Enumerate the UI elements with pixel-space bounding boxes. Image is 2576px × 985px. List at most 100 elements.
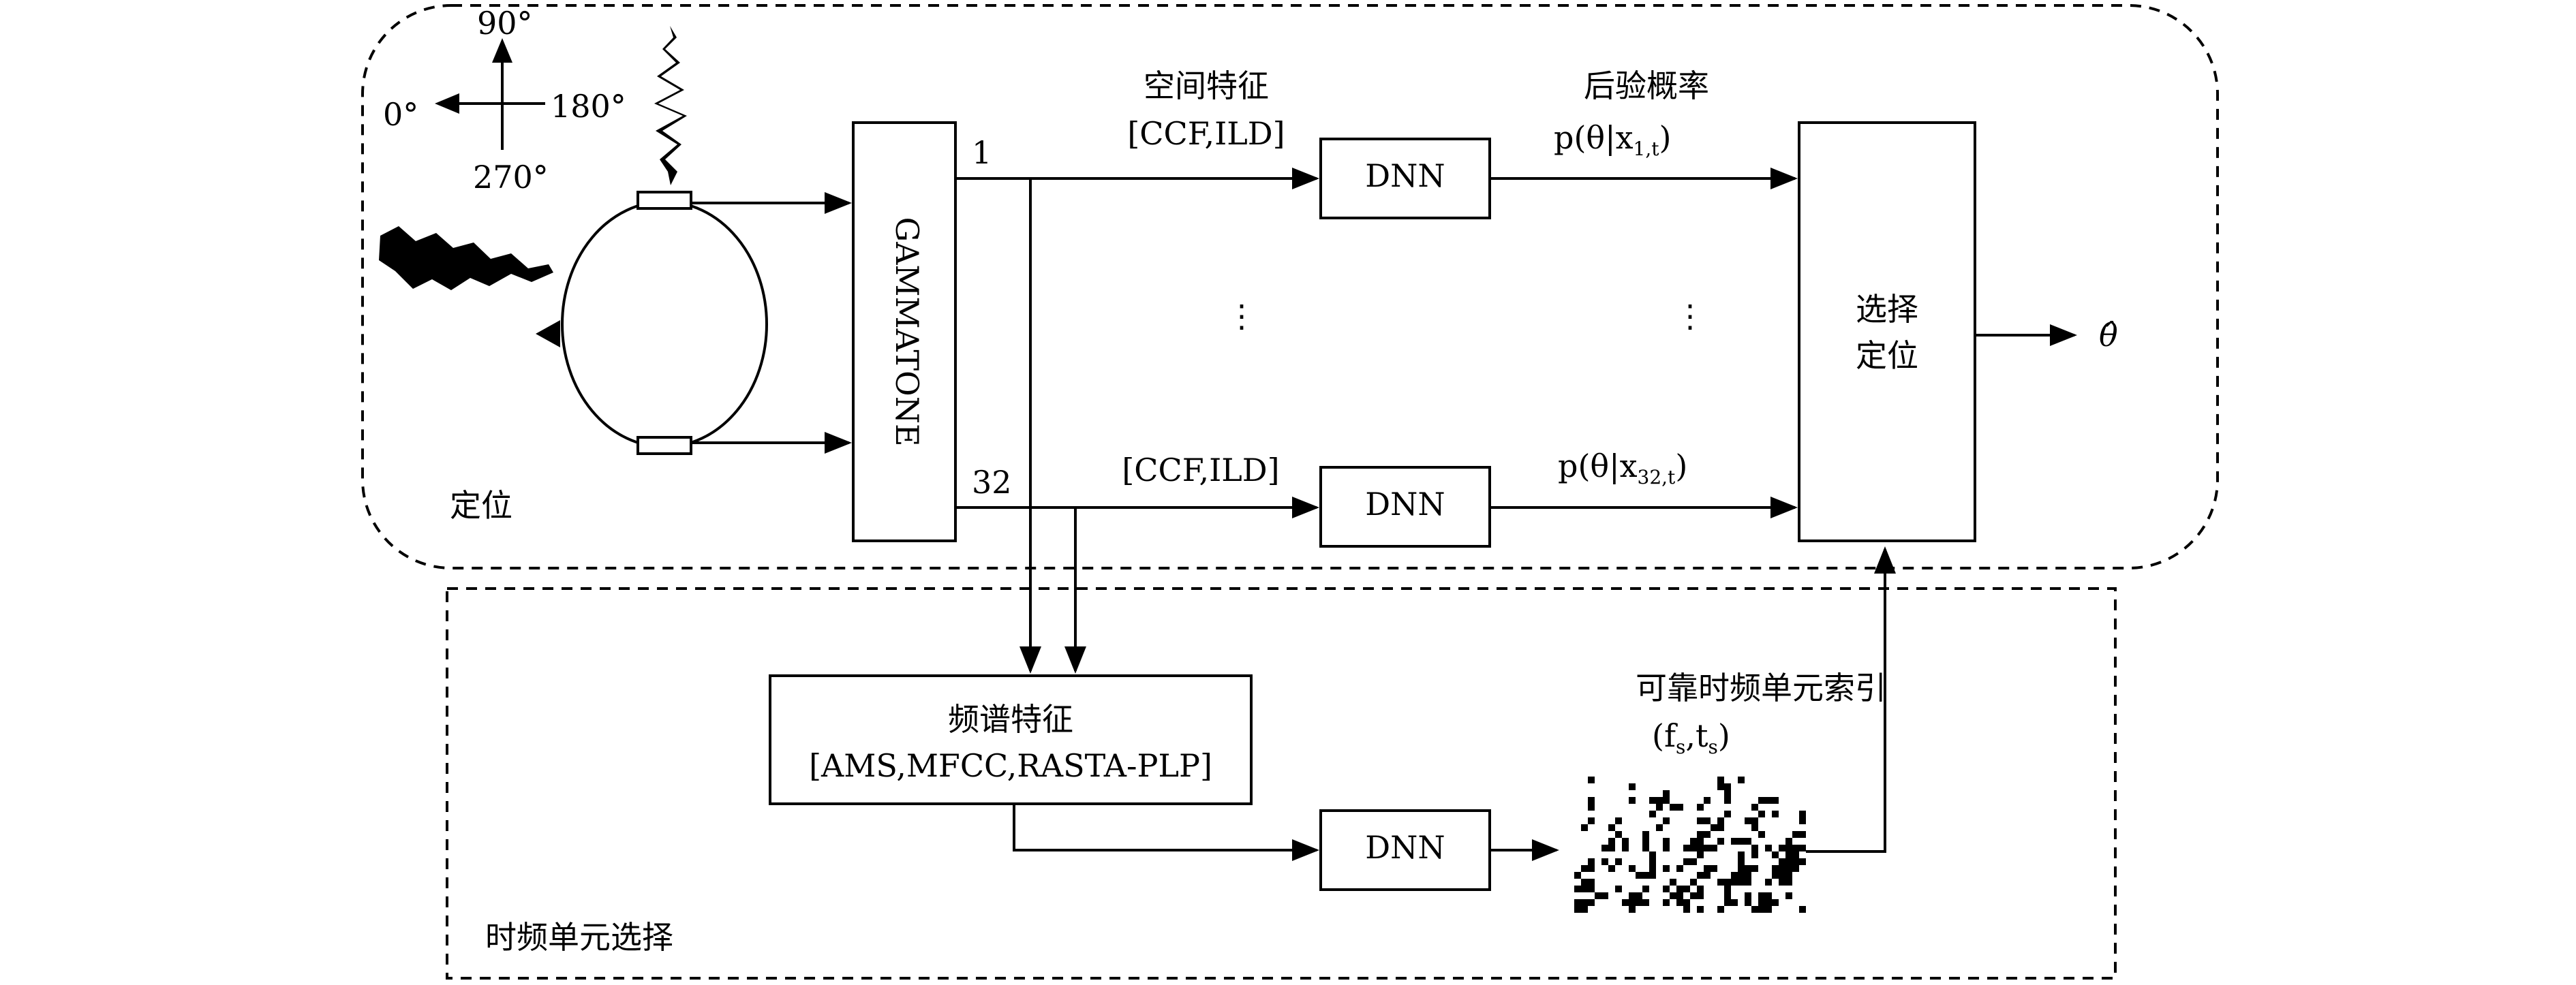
mask-cell	[1779, 879, 1785, 886]
mask-cell	[1779, 865, 1785, 872]
mask-cell	[1690, 892, 1697, 899]
mask-cell	[1779, 845, 1785, 851]
mask-cell	[1785, 851, 1792, 858]
mask-cell	[1683, 906, 1690, 913]
mask-cell	[1758, 899, 1765, 906]
mask-cell	[1663, 865, 1670, 872]
mask-cell	[1758, 831, 1765, 838]
mask-cell	[1799, 831, 1806, 838]
compass-label-90: 90°	[477, 5, 533, 42]
mask-cell	[1615, 858, 1622, 865]
mask-cell	[1649, 865, 1656, 872]
tf-selection-region	[446, 587, 2117, 980]
mask-cell	[1642, 886, 1649, 892]
mask-cell	[1663, 817, 1670, 824]
channel-first-label: 1	[972, 134, 992, 171]
mask-cell	[1683, 899, 1690, 906]
mask-cell	[1772, 872, 1779, 879]
mask-cell	[1588, 804, 1595, 811]
mask-cell	[1758, 892, 1765, 899]
spectral-features-list: [AMS,MFCC,RASTA-PLP]	[809, 747, 1212, 784]
mask-cell	[1772, 797, 1779, 804]
mask-cell	[1649, 858, 1656, 865]
mask-cell	[1731, 879, 1738, 886]
tf-binary-mask-image	[1574, 777, 1806, 913]
select-localize-box	[1798, 121, 1976, 542]
gammatone-filterbank-box	[852, 121, 957, 542]
mask-cell	[1711, 865, 1717, 872]
mask-cell	[1608, 824, 1615, 831]
mask-cell	[1751, 804, 1758, 811]
mask-cell	[1724, 899, 1731, 906]
mask-cell	[1595, 892, 1601, 899]
mask-cell	[1581, 906, 1588, 913]
mask-cell	[1649, 872, 1656, 879]
mask-cell	[1745, 872, 1751, 879]
dnn-box-channel-32	[1319, 466, 1491, 548]
mask-cell	[1799, 817, 1806, 824]
mask-cell	[1751, 824, 1758, 831]
mask-cell	[1663, 797, 1670, 804]
mask-cell	[1751, 906, 1758, 913]
listener-head	[536, 191, 768, 455]
mask-cell	[1751, 817, 1758, 824]
mask-cell	[1785, 872, 1792, 879]
mask-cell	[1656, 804, 1663, 811]
mask-cell	[1636, 892, 1642, 899]
mask-cell	[1670, 804, 1676, 811]
mask-cell	[1717, 824, 1724, 831]
mask-cell	[1799, 845, 1806, 851]
mask-cell	[1629, 797, 1636, 804]
spatial-features-bottom: [CCF,ILD]	[1122, 452, 1279, 488]
mask-cell	[1588, 777, 1595, 783]
mask-cell	[1642, 845, 1649, 851]
mask-cell	[1765, 906, 1772, 913]
mask-cell	[1622, 899, 1629, 906]
mask-cell	[1636, 872, 1642, 879]
mask-cell	[1670, 879, 1676, 886]
mask-cell	[1772, 811, 1779, 817]
dnn-box-spectral	[1319, 809, 1491, 891]
mask-cell	[1704, 865, 1711, 872]
mask-cell	[1704, 845, 1711, 851]
mask-cell	[1779, 872, 1785, 879]
mask-cell	[1588, 797, 1595, 804]
mask-cell	[1676, 886, 1683, 892]
mask-cell	[1588, 817, 1595, 824]
mask-cell	[1785, 879, 1792, 886]
ellipsis-left: ⋮	[1226, 298, 1257, 334]
mask-cell	[1745, 899, 1751, 906]
mask-cell	[1738, 777, 1745, 783]
mask-cell	[1663, 838, 1670, 845]
spatial-features-top: [CCF,ILD]	[1127, 115, 1285, 152]
mask-cell	[1629, 892, 1636, 899]
mask-cell	[1697, 804, 1704, 811]
mask-cell	[1690, 845, 1697, 851]
mask-cell	[1724, 879, 1731, 886]
mask-cell	[1751, 865, 1758, 872]
mask-cell	[1717, 783, 1724, 790]
mask-cell	[1581, 899, 1588, 906]
dnn-label-channel-32: DNN	[1365, 486, 1445, 522]
mask-cell	[1697, 872, 1704, 879]
posterior-title: 后验概率	[1584, 67, 1709, 104]
mask-cell	[1799, 858, 1806, 865]
mask-cell	[1792, 851, 1799, 858]
mask-cell	[1738, 858, 1745, 865]
mask-cell	[1697, 906, 1704, 913]
mask-cell	[1765, 879, 1772, 886]
mask-cell	[1785, 865, 1792, 872]
mask-cell	[1676, 865, 1683, 872]
select-localize-line2: 定位	[1856, 337, 1918, 374]
mask-cell	[1676, 892, 1683, 899]
mask-cell	[1581, 886, 1588, 892]
vertical-waveform-icon	[654, 26, 687, 185]
mask-cell	[1717, 817, 1724, 824]
mask-cell	[1676, 899, 1683, 906]
posterior-bottom: p(θ|x32,t)	[1558, 448, 1687, 488]
mask-cell	[1615, 817, 1622, 824]
mask-cell	[1724, 811, 1731, 817]
mask-cell	[1697, 892, 1704, 899]
dnn-label-spectral: DNN	[1365, 829, 1445, 866]
mask-cell	[1745, 879, 1751, 886]
